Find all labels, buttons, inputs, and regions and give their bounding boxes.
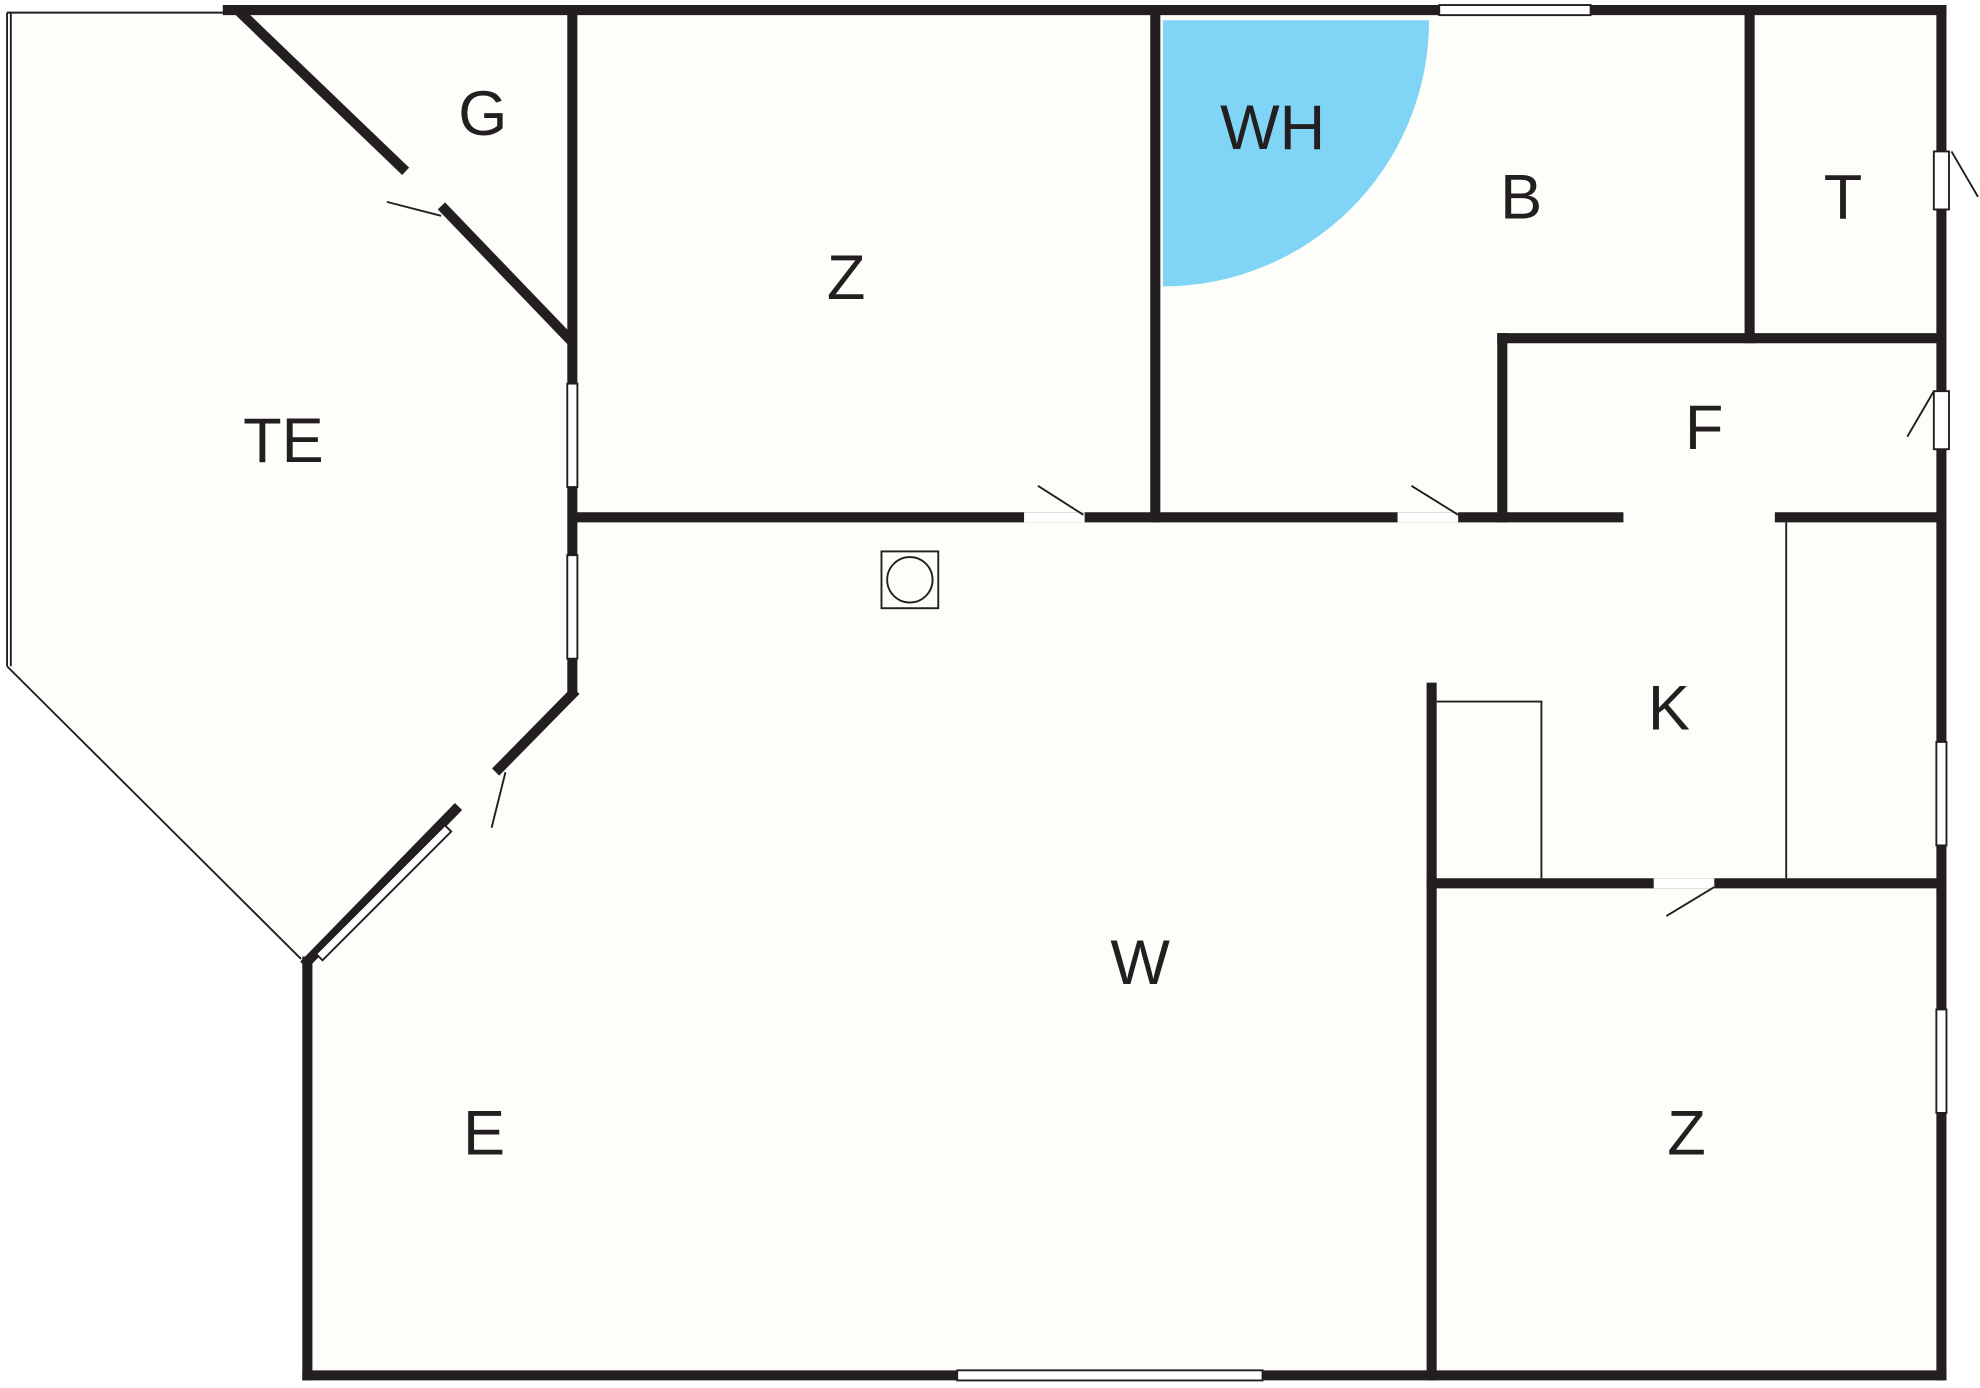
room-label-z-top: Z <box>827 243 866 313</box>
room-label-z-bottom: Z <box>1667 1099 1706 1169</box>
room-label-e: E <box>463 1099 505 1169</box>
room-label-b: B <box>1500 162 1542 232</box>
doors <box>386 150 1979 917</box>
room-label-te: TE <box>243 406 324 476</box>
room-label-w: W <box>1110 928 1170 998</box>
room-label-f: F <box>1685 393 1724 463</box>
room-label-g: G <box>458 79 507 149</box>
floor-drain-icon <box>880 550 940 610</box>
room-label-k: K <box>1648 673 1690 743</box>
room-label-t: T <box>1824 162 1863 232</box>
windows <box>314 4 1950 1382</box>
floor-area <box>7 12 1942 1376</box>
room-label-wh: WH <box>1220 93 1325 163</box>
wh-area <box>1162 20 1430 287</box>
